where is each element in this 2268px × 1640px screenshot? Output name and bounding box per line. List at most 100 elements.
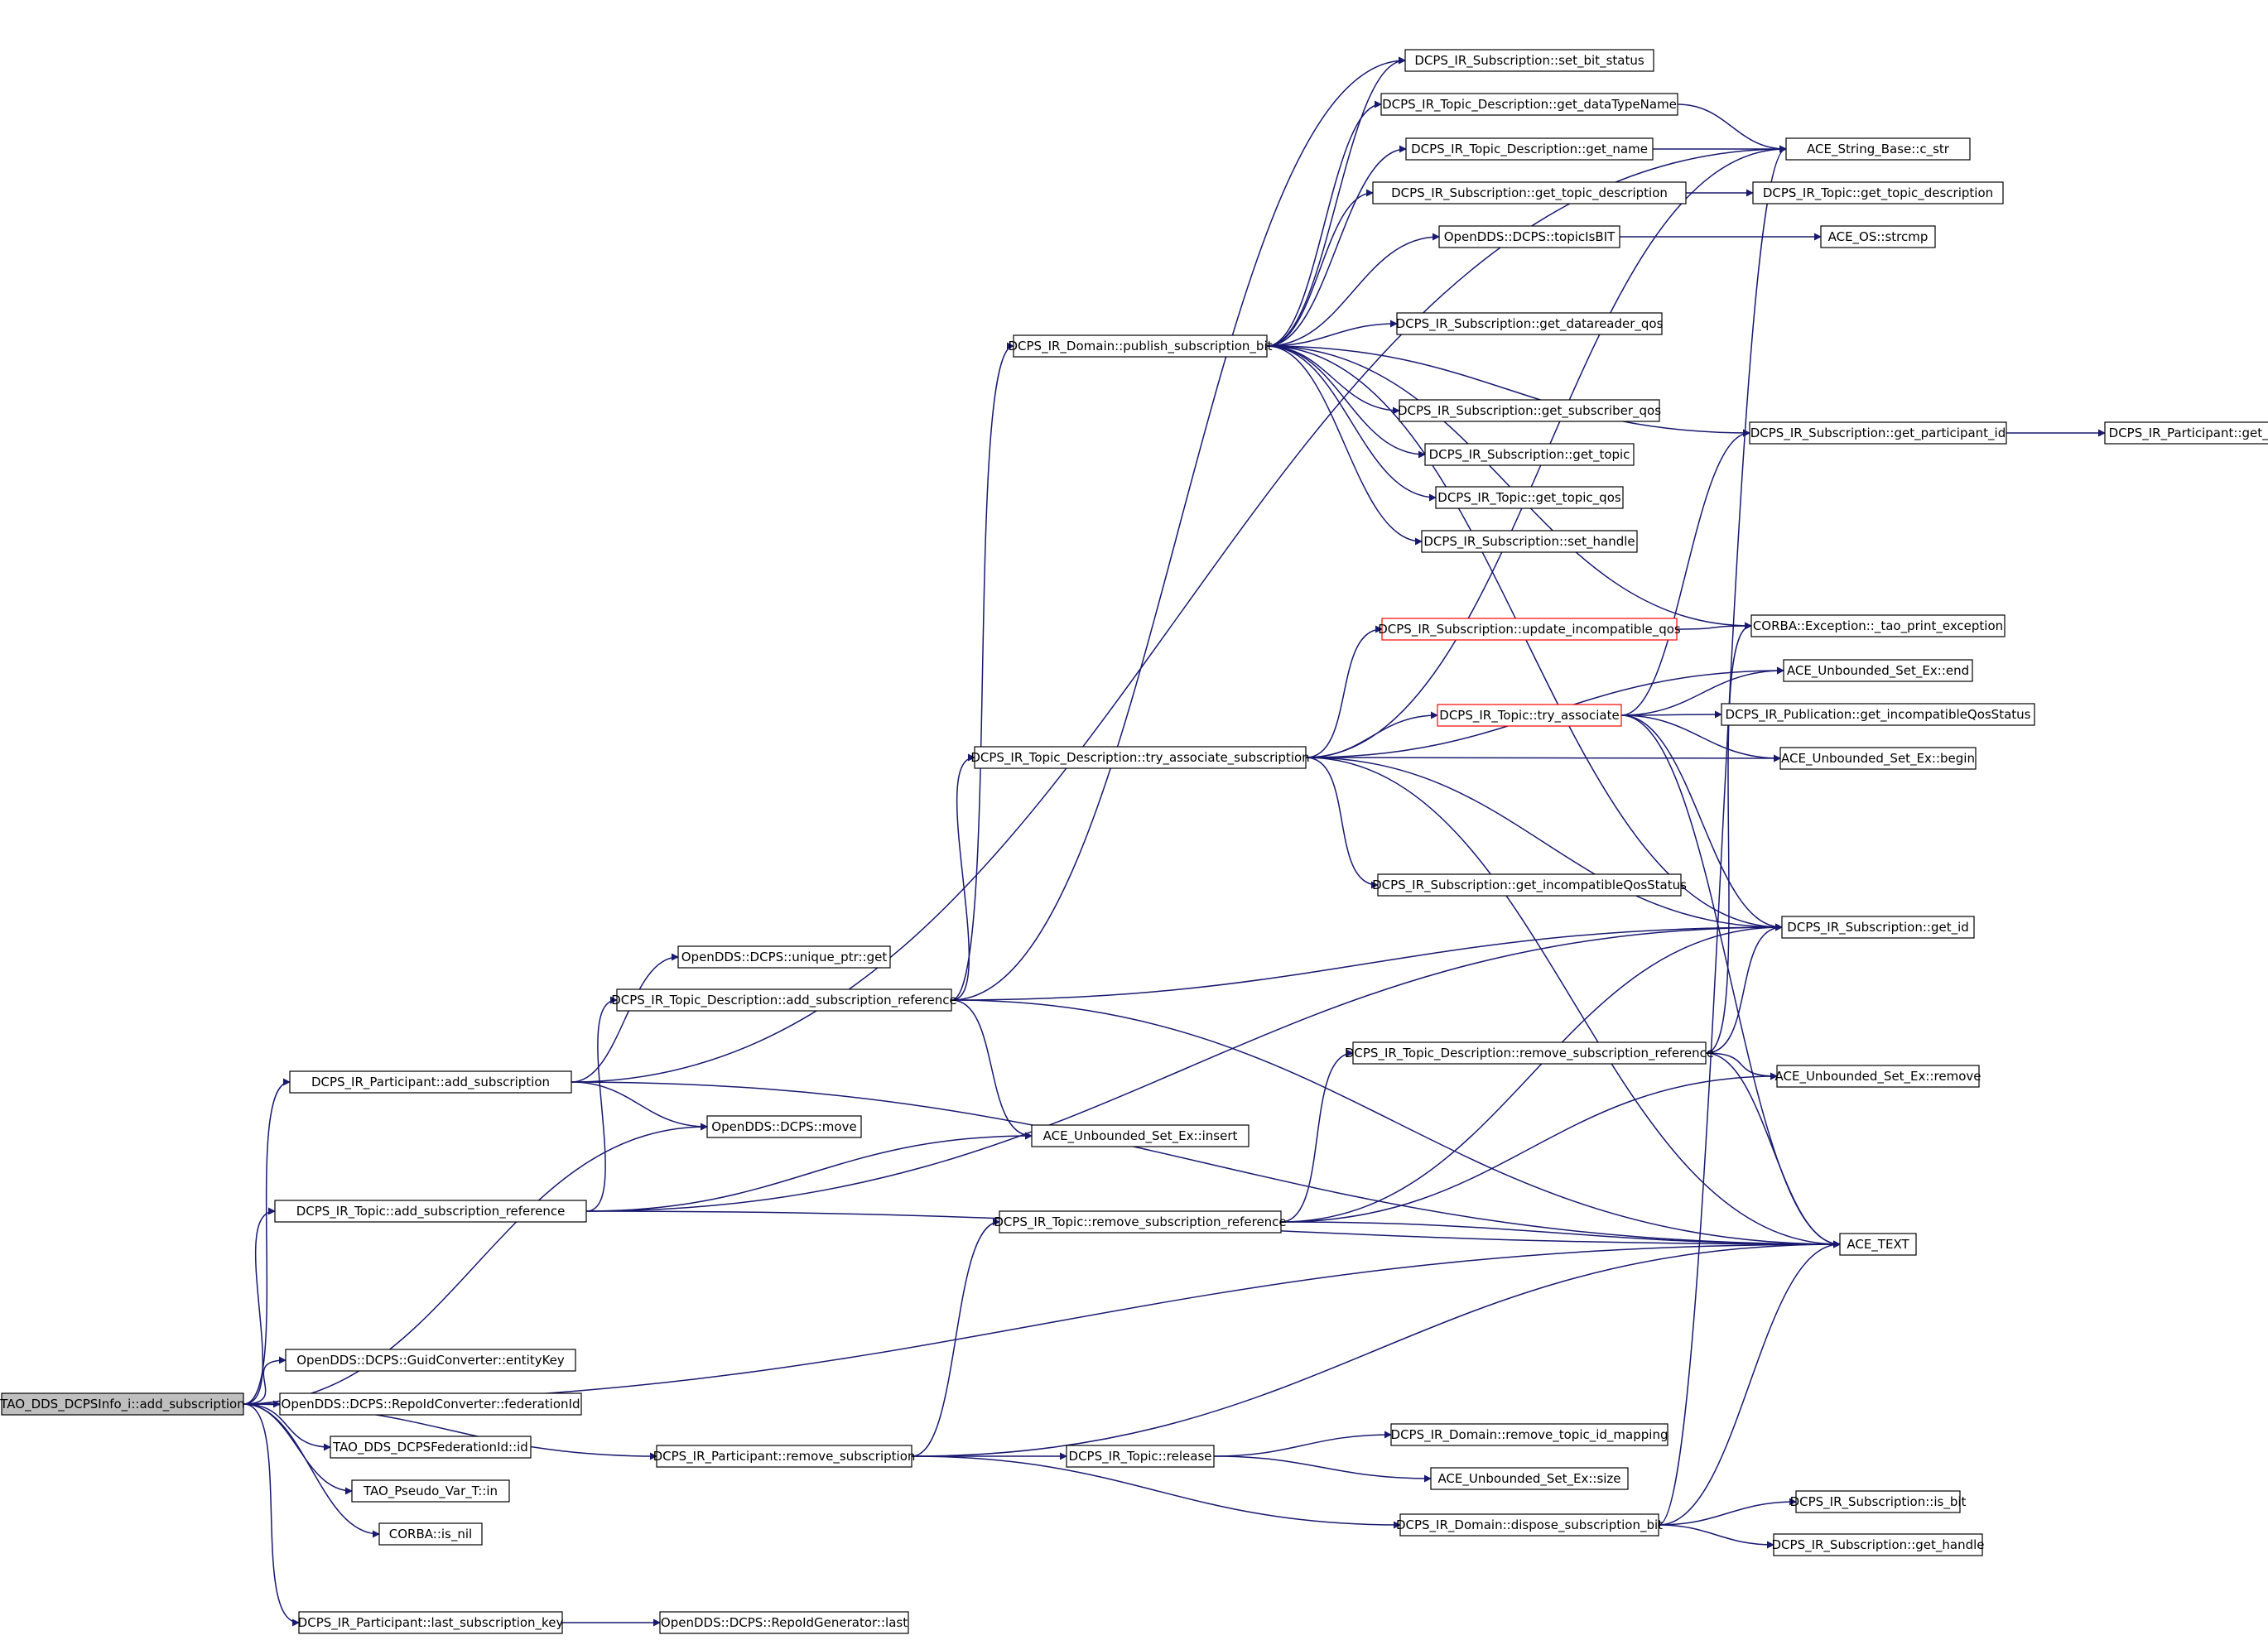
node-sub-get-incompat[interactable]: DCPS_IR_Subscription::get_incompatibleQo…	[1372, 873, 1687, 897]
node-sub-get-part-id[interactable]: DCPS_IR_Subscription::get_participant_id	[1749, 421, 2007, 445]
node-topic-is-bit[interactable]: OpenDDS::DCPS::topicIsBIT	[1438, 225, 1620, 248]
edge-part-remove-sub-to-ace-text	[911, 1240, 1841, 1457]
node-guid-entitykey[interactable]: OpenDDS::DCPS::GuidConverter::entityKey	[285, 1349, 576, 1372]
node-box	[1820, 225, 1936, 248]
node-box	[1721, 703, 2035, 726]
node-topic-get-qos[interactable]: DCPS_IR_Topic::get_topic_qos	[1435, 486, 1624, 509]
node-box	[1377, 873, 1682, 897]
node-topic-get-td[interactable]: DCPS_IR_Topic::get_topic_description	[1752, 181, 2004, 204]
node-box	[1438, 225, 1620, 248]
node-pseudo-in[interactable]: TAO_Pseudo_Var_T::in	[351, 1479, 510, 1503]
node-topic-release[interactable]: DCPS_IR_Topic::release	[1066, 1445, 1215, 1468]
edge-root-to-part-add-sub	[243, 1078, 291, 1405]
node-set-size[interactable]: ACE_Unbounded_Set_Ex::size	[1430, 1467, 1629, 1490]
node-box	[1405, 137, 1654, 161]
node-topic-try-assoc[interactable]: DCPS_IR_Topic::try_associate	[1437, 704, 1622, 727]
node-box	[1013, 334, 1268, 358]
node-sub-set-handle[interactable]: DCPS_IR_Subscription::set_handle	[1421, 530, 1638, 553]
node-root[interactable]: TAO_DDS_DCPSInfo_i::add_subscription	[0, 1392, 245, 1416]
node-box	[1424, 443, 1635, 466]
node-box	[1795, 1490, 1961, 1513]
node-td-try-assoc[interactable]: DCPS_IR_Topic_Description::try_associate…	[970, 746, 1310, 769]
node-box	[1396, 312, 1663, 335]
node-sub-get-drqos[interactable]: DCPS_IR_Subscription::get_datareader_qos	[1396, 312, 1664, 335]
node-sub-get-subqos[interactable]: DCPS_IR_Subscription::get_subscriber_qos	[1398, 399, 1661, 422]
node-sub-is-bit[interactable]: DCPS_IR_Subscription::is_bit	[1790, 1490, 1967, 1513]
edge-dom-dispose-to-ace-text	[1658, 1240, 1841, 1526]
node-label: DCPS_IR_Publication::get_incompatibleQos…	[1726, 707, 2031, 723]
node-box	[289, 1070, 572, 1094]
node-label: DCPS_IR_Topic::add_subscription_referenc…	[296, 1204, 566, 1219]
edge-topic-try-assoc-to-set-end	[1620, 666, 1784, 716]
node-dom-remove-map[interactable]: DCPS_IR_Domain::remove_topic_id_mapping	[1390, 1423, 1668, 1446]
node-label: DCPS_IR_Topic::get_topic_qos	[1437, 490, 1621, 506]
node-td-add-ref[interactable]: DCPS_IR_Topic_Description::add_subscript…	[611, 988, 957, 1012]
node-part-add-sub[interactable]: DCPS_IR_Participant::add_subscription	[289, 1070, 572, 1094]
node-sub-update-incompat[interactable]: DCPS_IR_Subscription::update_incompatibl…	[1378, 618, 1681, 641]
edge-dom-publish-to-sub-get-drqos	[1266, 320, 1398, 347]
node-sub-get-id[interactable]: DCPS_IR_Subscription::get_id	[1781, 916, 1975, 939]
edge-topic-try-assoc-to-sub-get-id	[1620, 714, 1783, 931]
node-label: DCPS_IR_Subscription::is_bit	[1790, 1494, 1967, 1510]
node-box	[2104, 421, 2268, 445]
node-part-remove-sub[interactable]: DCPS_IR_Participant::remove_subscription	[653, 1445, 916, 1468]
node-sub-get-topic[interactable]: DCPS_IR_Subscription::get_topic	[1424, 443, 1635, 466]
node-ace-text[interactable]: ACE_TEXT	[1839, 1233, 1917, 1256]
node-sub-get-td[interactable]: DCPS_IR_Subscription::get_topic_descript…	[1372, 181, 1687, 204]
edge-sub-update-incompat-to-corba-print	[1676, 622, 1752, 630]
node-dom-dispose[interactable]: DCPS_IR_Domain::dispose_subscription_bit	[1396, 1513, 1663, 1537]
node-box	[999, 1210, 1282, 1234]
node-unique-get[interactable]: OpenDDS::DCPS::unique_ptr::get	[677, 945, 891, 969]
edge-topic-release-to-set-size	[1213, 1455, 1432, 1483]
node-ace-cstr[interactable]: ACE_String_Base::c_str	[1785, 137, 1971, 161]
node-part-get-id[interactable]: DCPS_IR_Participant::get_id	[2104, 421, 2268, 445]
edge-td-try-assoc-to-sub-update-incompat	[1305, 625, 1383, 758]
edge-dom-publish-to-topic-get-qos	[1266, 345, 1437, 502]
edge-td-get-dtn-to-ace-cstr	[1677, 103, 1787, 153]
node-topic-add-ref[interactable]: DCPS_IR_Topic::add_subscription_referenc…	[274, 1200, 587, 1223]
node-box	[1785, 137, 1971, 161]
edge-part-remove-sub-to-topic-remove-ref	[911, 1218, 1000, 1457]
node-set-remove[interactable]: ACE_Unbounded_Set_Ex::remove	[1775, 1065, 1981, 1088]
node-label: DCPS_IR_Topic_Description::try_associate…	[970, 750, 1309, 766]
node-repoid-last[interactable]: OpenDDS::DCPS::RepoIdGenerator::last	[659, 1611, 909, 1634]
node-box	[706, 1115, 862, 1138]
node-label: TAO_DDS_DCPSFederationId::id	[332, 1440, 528, 1455]
node-td-get-name[interactable]: DCPS_IR_Topic_Description::get_name	[1405, 137, 1654, 161]
node-label: DCPS_IR_Subscription::update_incompatibl…	[1378, 622, 1681, 637]
node-label: DCPS_IR_Domain::publish_subscription_bit	[1008, 339, 1272, 354]
node-label: DCPS_IR_Topic::release	[1069, 1449, 1212, 1464]
node-part-last-key[interactable]: DCPS_IR_Participant::last_subscription_k…	[298, 1611, 564, 1634]
node-box	[1430, 1467, 1629, 1490]
edge-td-try-assoc-to-ace-text	[1305, 757, 1841, 1248]
node-box	[1783, 659, 1973, 682]
node-label: DCPS_IR_Participant::get_id	[2109, 426, 2268, 441]
node-td-get-dtn[interactable]: DCPS_IR_Topic_Description::get_dataTypeN…	[1380, 93, 1678, 116]
node-topic-remove-ref[interactable]: DCPS_IR_Topic::remove_subscription_refer…	[994, 1210, 1287, 1234]
node-sub-set-bit[interactable]: DCPS_IR_Subscription::set_bit_status	[1404, 49, 1654, 72]
node-repoid-fed[interactable]: OpenDDS::DCPS::RepoIdConverter::federati…	[279, 1392, 582, 1416]
node-corba-print[interactable]: CORBA::Exception::_tao_print_exception	[1750, 614, 2006, 637]
node-label: OpenDDS::DCPS::RepoIdGenerator::last	[661, 1615, 908, 1630]
node-dcps-move[interactable]: OpenDDS::DCPS::move	[706, 1115, 862, 1138]
node-set-end[interactable]: ACE_Unbounded_Set_Ex::end	[1783, 659, 1973, 682]
node-label: DCPS_IR_Subscription::get_id	[1787, 920, 1969, 935]
node-td-remove-ref[interactable]: DCPS_IR_Topic_Description::remove_subscr…	[1345, 1041, 1714, 1065]
node-set-insert[interactable]: ACE_Unbounded_Set_Ex::insert	[1031, 1124, 1250, 1147]
edge-topic-remove-ref-to-set-remove	[1280, 1072, 1778, 1223]
node-box	[330, 1436, 532, 1459]
node-set-begin[interactable]: ACE_Unbounded_Set_Ex::begin	[1779, 747, 1977, 770]
node-corba-isnil[interactable]: CORBA::is_nil	[378, 1522, 483, 1546]
node-label: DCPS_IR_Topic_Description::get_dataTypeN…	[1382, 97, 1677, 113]
node-label: CORBA::is_nil	[389, 1527, 472, 1542]
node-box	[1404, 49, 1654, 72]
node-sub-get-handle[interactable]: DCPS_IR_Subscription::get_handle	[1772, 1533, 1985, 1556]
node-dom-publish[interactable]: DCPS_IR_Domain::publish_subscription_bit	[1008, 334, 1273, 358]
node-box	[1352, 1041, 1707, 1065]
node-pub-get-incompat[interactable]: DCPS_IR_Publication::get_incompatibleQos…	[1721, 703, 2035, 726]
node-ace-strcmp[interactable]: ACE_OS::strcmp	[1820, 225, 1936, 248]
edge-root-to-guid-entitykey	[243, 1356, 287, 1405]
node-fed-id[interactable]: TAO_DDS_DCPSFederationId::id	[330, 1436, 532, 1459]
function-nodes: TAO_DDS_DCPSInfo_i::add_subscriptionDCPS…	[0, 49, 2268, 1634]
